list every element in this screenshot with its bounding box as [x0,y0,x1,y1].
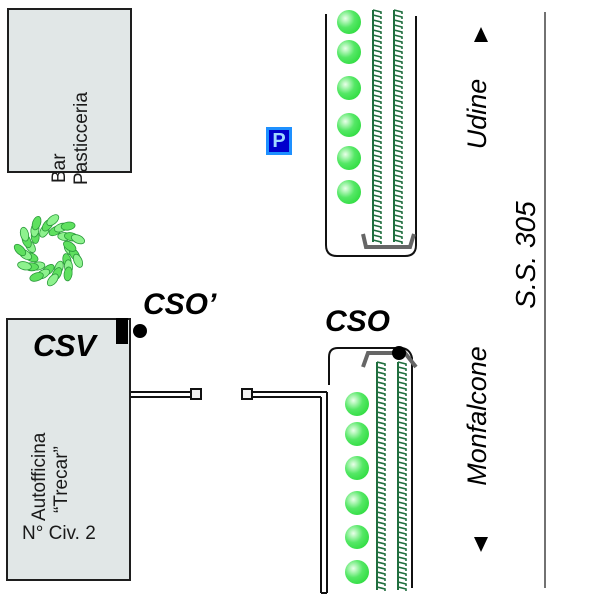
gate-fence-right [241,388,328,594]
gate-fence-left [131,388,202,400]
shrub-icon [337,76,361,100]
cso-marker-dot [392,346,406,360]
parking-letter: P [269,130,289,152]
shrub-icon [345,525,369,549]
shrub-icon [345,456,369,480]
csv-label: CSV [33,328,96,363]
planter-top-outline [325,14,417,257]
shrub-icon [345,491,369,515]
shrub-icon [337,40,361,64]
shrub-icon [345,560,369,584]
shrub-icon [345,422,369,446]
building-autofficina[interactable]: Autofficina “Trecar” N° Civ. 2 [6,318,131,581]
planter-bottom-outline [328,347,413,588]
arrow-down-icon [474,537,488,552]
shrub-icon [337,10,361,34]
tree-icon [13,214,85,287]
parking-icon: P [266,127,292,155]
arrow-up-icon [474,27,488,42]
hedge-bottom-left [376,361,386,591]
building-bar-pasticceria[interactable]: Bar Pasticceria [7,8,132,185]
shrub-icon [337,180,361,204]
hedge-top-right [393,9,403,244]
curb-bottom [361,351,418,369]
curb-top [361,233,416,249]
shrub-icon [345,392,369,416]
cso-prime-marker-square [116,318,128,344]
civic-number: N° Civ. 2 [22,523,96,544]
hedge-top-left [372,9,382,244]
shrub-icon [337,146,361,170]
hedge-bottom-right [397,361,407,591]
cso-prime-marker-dot [133,324,147,338]
cso-label: CSO [325,305,391,338]
shrub-icon [337,113,361,137]
cso-prime-label: CSO’ [143,288,217,321]
